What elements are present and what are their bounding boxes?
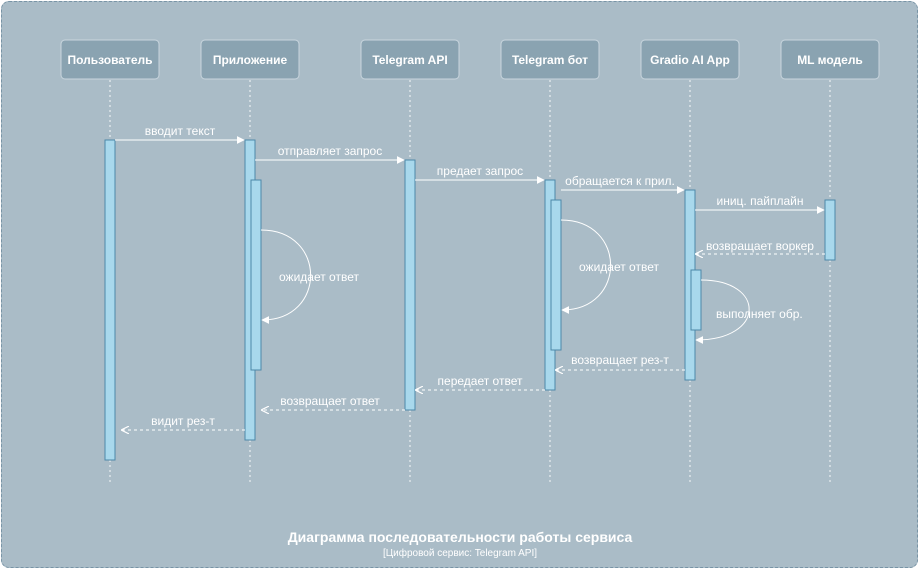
participant-app: Приложение — [200, 39, 300, 80]
participant-gradio-label: Gradio AI App — [650, 53, 730, 67]
participant-bot: Telegram бот — [500, 39, 600, 80]
activation-app-nested — [250, 179, 262, 371]
participant-ml-label: ML модель — [797, 53, 863, 67]
message-user-to-app: вводит текст — [115, 124, 245, 144]
message-label: возвращает воркер — [706, 239, 814, 253]
self-message-gradio: выполняет обр. — [695, 279, 803, 344]
message-bot-to-gradio: обращается к прил. — [561, 174, 685, 194]
participant-tgapi-label: Telegram API — [372, 53, 447, 67]
message-label: иниц. пайплайн — [717, 194, 804, 208]
message-label: видит рез-т — [151, 414, 215, 428]
message-ml-to-gradio: возвращает воркер — [696, 239, 825, 254]
self-message-label: выполняет обр. — [716, 307, 803, 321]
self-message-label: ожидает ответ — [279, 270, 359, 284]
activation-bot-nested — [550, 199, 562, 351]
diagram-subtitle: [Цифровой сервис: Telegram API] — [383, 547, 537, 559]
message-bot-to-tgapi: передает ответ — [416, 374, 545, 390]
participant-gradio: Gradio AI App — [640, 39, 740, 80]
message-label: обращается к прил. — [565, 174, 675, 188]
participant-user: Пользователь — [60, 39, 160, 80]
message-label: возвращает рез-т — [571, 353, 669, 367]
participant-bot-label: Telegram бот — [512, 53, 588, 67]
message-gradio-to-bot: возвращает рез-т — [556, 353, 685, 370]
diagram-title: Диаграмма последовательности работы серв… — [288, 529, 633, 545]
activation-tgapi — [404, 159, 416, 411]
message-label: передает ответ — [438, 374, 523, 388]
activation-user — [104, 139, 116, 461]
participant-user-label: Пользователь — [67, 53, 152, 67]
message-tgapi-to-app: возвращает ответ — [262, 394, 405, 410]
participant-tgapi: Telegram API — [360, 39, 460, 80]
self-message-label: ожидает ответ — [579, 260, 659, 274]
message-app-to-tgapi: отправляет запрос — [255, 144, 405, 164]
message-label: отправляет запрос — [278, 144, 382, 158]
activation-gradio-nested — [690, 269, 702, 331]
activation-ml — [824, 199, 836, 261]
self-message-app: ожидает ответ — [260, 229, 359, 324]
self-message-bot: ожидает ответ — [560, 219, 659, 314]
message-tgapi-to-bot: предает запрос — [415, 164, 545, 184]
message-label: возвращает ответ — [280, 394, 380, 408]
message-app-to-user: видит рез-т — [122, 414, 245, 430]
message-label: вводит текст — [145, 124, 216, 138]
participant-app-label: Приложение — [213, 53, 288, 67]
message-gradio-to-ml: иниц. пайплайн — [695, 194, 825, 214]
participant-ml: ML модель — [780, 39, 880, 80]
message-label: предает запрос — [437, 164, 523, 178]
